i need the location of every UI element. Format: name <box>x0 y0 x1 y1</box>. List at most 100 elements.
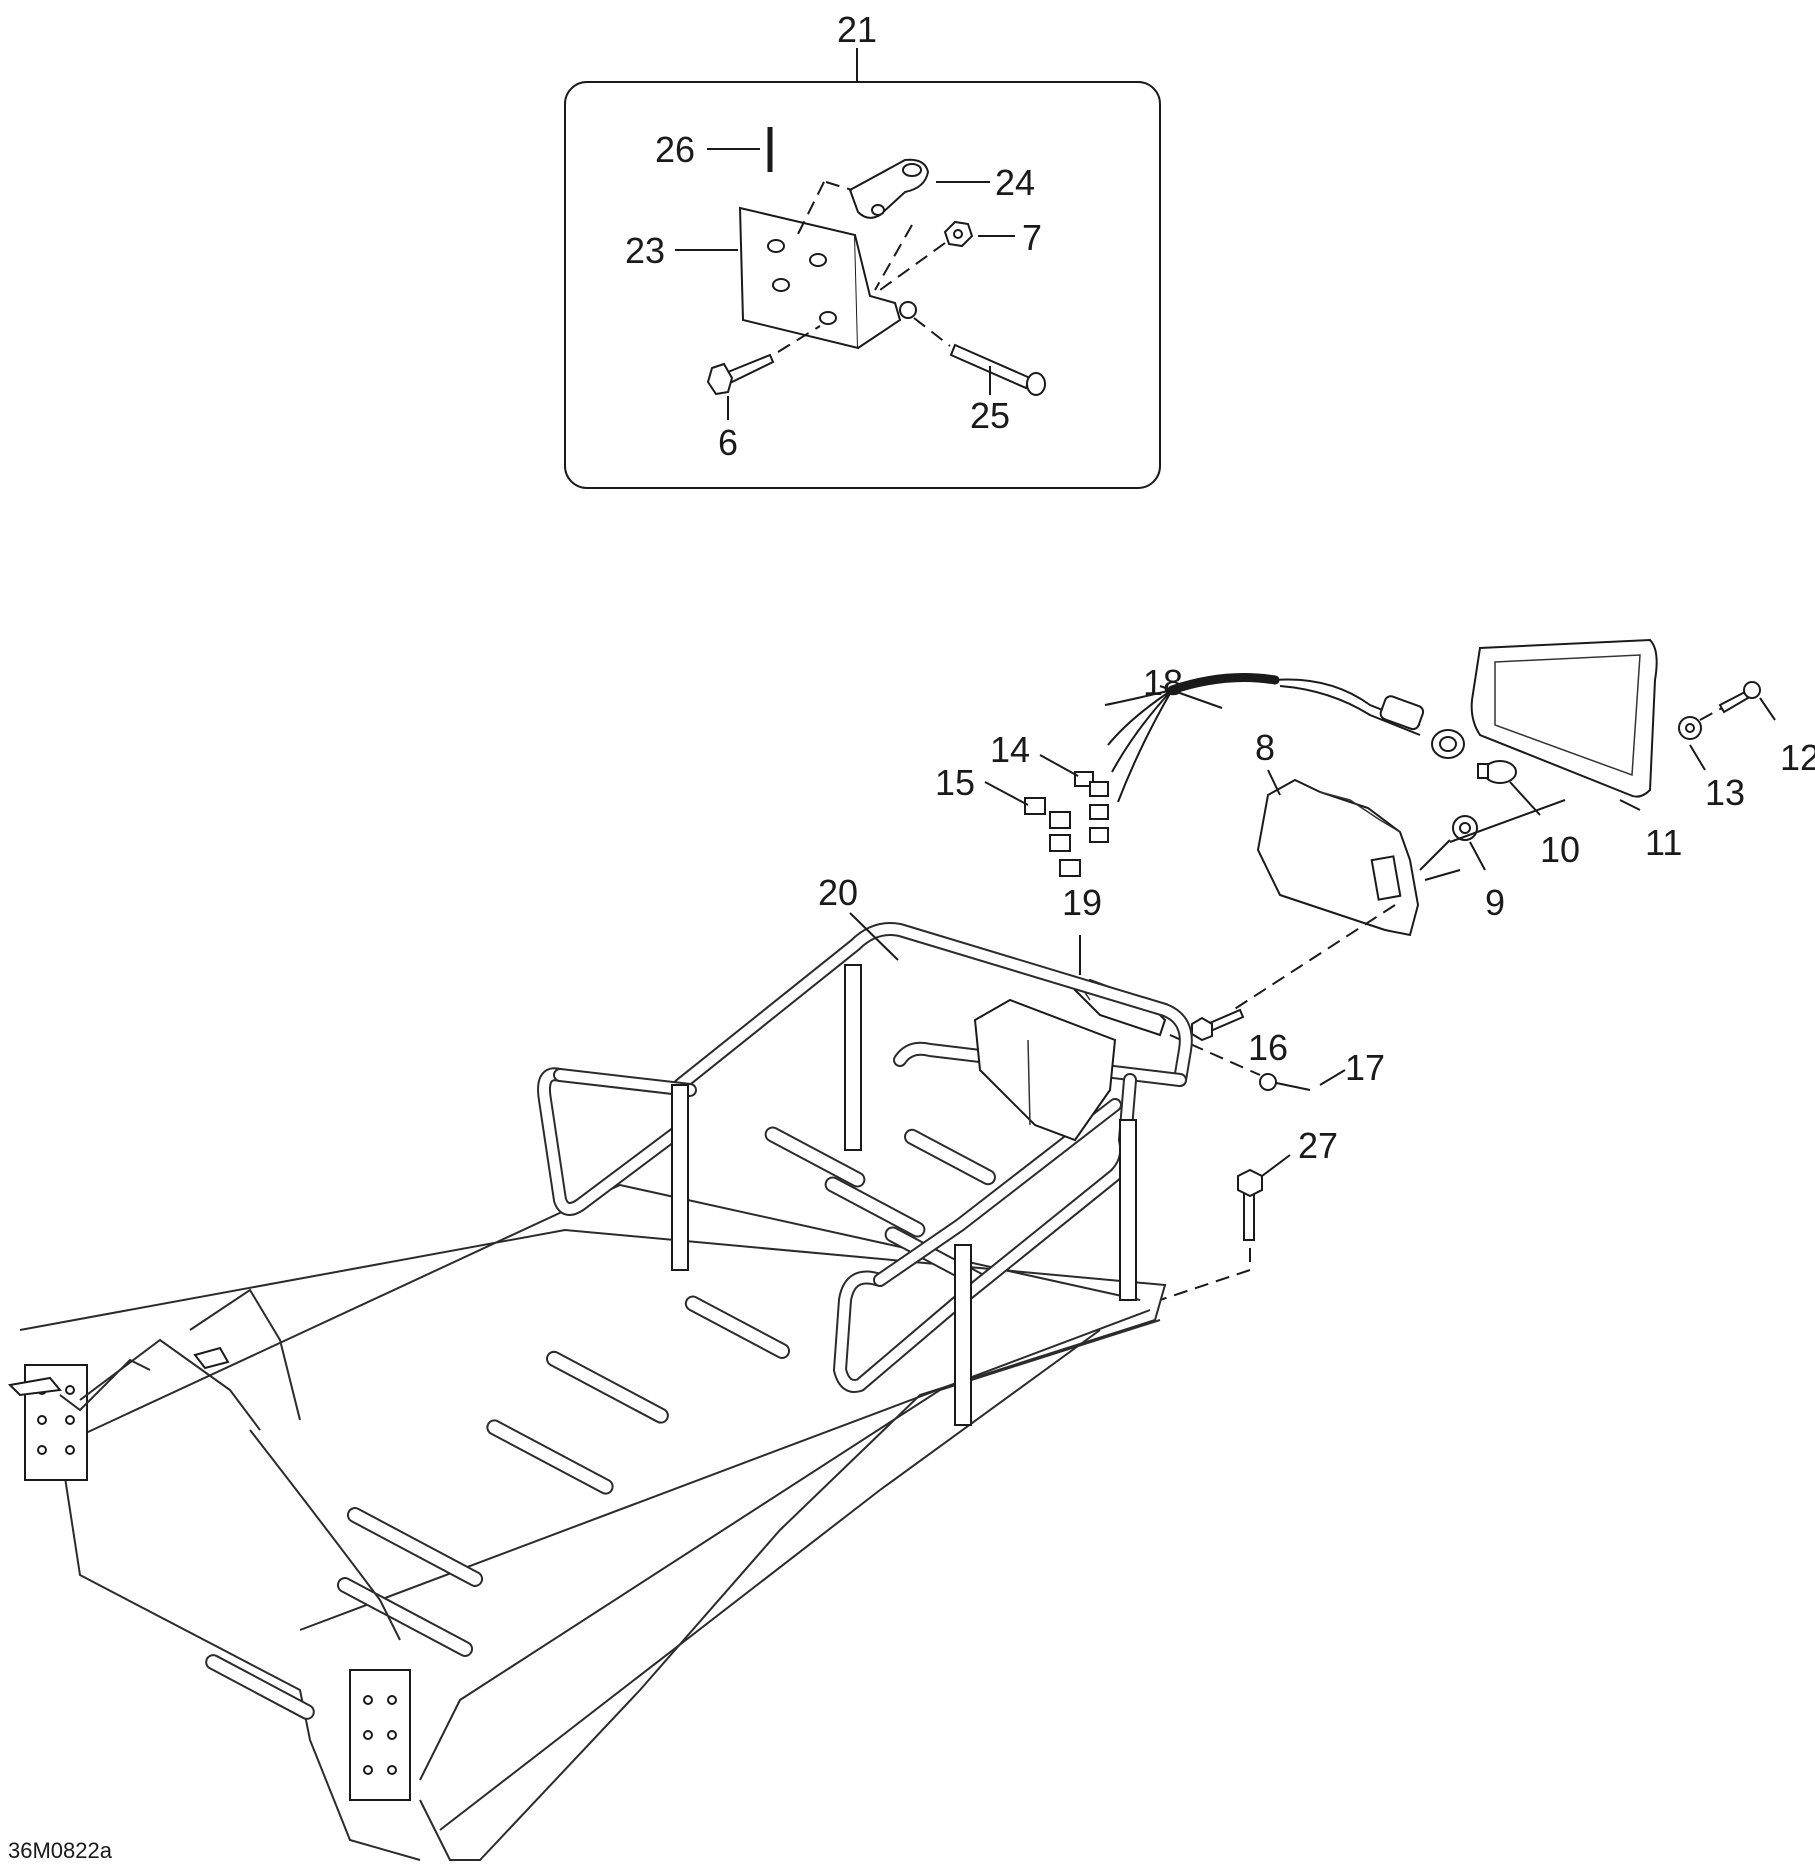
rack-upright-4 <box>1119 1119 1137 1301</box>
part-14-terminal-2 <box>1089 781 1109 797</box>
assembly-line-16-17 <box>1169 1034 1261 1076</box>
callout-23: 23 <box>625 230 665 271</box>
floor-slot-3 <box>486 1419 614 1495</box>
sled-floor-edge <box>59 1183 1141 1446</box>
part-14-terminal-3 <box>1089 804 1109 820</box>
part-14-terminal-1 <box>1074 771 1094 787</box>
floor-slot-4 <box>346 1507 484 1587</box>
tow-hook-left <box>7 1376 62 1397</box>
leader-15 <box>984 781 1029 806</box>
sled-runner <box>439 1329 1101 1831</box>
floor-slot-2 <box>546 1350 669 1424</box>
tow-bar-left <box>79 1338 261 1431</box>
assembly-line-27 <box>1159 1248 1251 1301</box>
rack-inner-rail <box>895 1043 1185 1085</box>
assembly-line-24b <box>825 181 853 191</box>
leader-27 <box>1261 1154 1291 1177</box>
part-15-housing-3 <box>1049 834 1071 852</box>
washer-hole <box>1685 723 1695 733</box>
harness-wire-d <box>1107 689 1173 746</box>
part-23-bracket-bend <box>854 234 902 349</box>
tow-bar-brace <box>59 1358 151 1412</box>
callout-13: 12 <box>1780 737 1815 778</box>
rack-upright-1 <box>671 1084 689 1271</box>
callout-25: 25 <box>970 395 1010 436</box>
sled-floor-rear <box>299 1309 1151 1631</box>
clevis-pin-head <box>1026 372 1046 396</box>
callout-9: 10 <box>1540 829 1580 870</box>
floor-slot-1 <box>684 1295 791 1359</box>
plate-hole-3 <box>37 1415 47 1425</box>
callout-7: 7 <box>1022 217 1042 258</box>
rack-left-rail <box>555 1070 695 1095</box>
sled-outer-edge <box>19 1228 1167 1861</box>
harness-wire-e <box>1111 689 1173 773</box>
part-15-housing-4 <box>1059 859 1081 877</box>
callout-20: 20 <box>818 872 858 913</box>
floor-slot-9 <box>764 1126 866 1188</box>
housing-lens-window <box>1370 855 1402 901</box>
harness-wire-f <box>1117 689 1173 803</box>
harness-socket-inner <box>1439 736 1457 752</box>
clevis-pin-hole <box>871 204 885 216</box>
rack-upright-3 <box>954 1244 972 1426</box>
leader-14 <box>1039 754 1079 777</box>
callout-24: 24 <box>995 162 1035 203</box>
grommet-hole <box>1459 822 1471 834</box>
plate-hole-6 <box>65 1445 75 1455</box>
part-18-harness-sleeve <box>1167 673 1280 695</box>
rack-mid-rail <box>875 1100 1120 1285</box>
part-27-bolt-head <box>1237 1168 1263 1198</box>
plate-hole-4 <box>65 1415 75 1425</box>
center-bracket-slot <box>1027 1039 1031 1126</box>
part-10-light-lens <box>1470 638 1658 798</box>
figure-reference-id: 36M0822a <box>8 1838 113 1863</box>
part-27-bolt-shank <box>1243 1189 1255 1241</box>
leader-8 <box>1267 769 1281 796</box>
callout-27: 27 <box>1298 1125 1338 1166</box>
bracket-hole-1 <box>767 239 785 253</box>
callout-11: 13 <box>1705 772 1745 813</box>
callout-18: 18 <box>1143 662 1183 703</box>
housing-edge <box>1319 791 1401 833</box>
assembly-line-8-16 <box>1229 904 1396 1013</box>
part-6-bolt-head <box>706 362 734 396</box>
lens-inner <box>1494 654 1641 777</box>
cargo-sled: 20 <box>7 872 1193 1861</box>
leader-18 <box>1159 685 1223 709</box>
assembly-line-24 <box>794 181 825 241</box>
bracket-hole-2 <box>809 253 827 267</box>
assembly-line-24c <box>874 224 913 291</box>
clevis-hole <box>902 163 922 177</box>
callout-19: 19 <box>1062 882 1102 923</box>
hitch-inset: 21 26 23 24 7 6 <box>564 9 1161 489</box>
callout-17: 17 <box>1345 1047 1385 1088</box>
callout-16: 16 <box>1248 1027 1288 1068</box>
part-15-housing-2 <box>1049 811 1071 829</box>
plate-hole-12 <box>387 1765 397 1775</box>
leader-10 <box>1619 799 1641 811</box>
plate-hole-9 <box>363 1730 373 1740</box>
leader-12 <box>1469 841 1486 871</box>
tow-hook-right <box>193 1346 230 1370</box>
floor-slot-5 <box>336 1577 474 1657</box>
part-17-rivet-head <box>1259 1073 1277 1091</box>
part-14-terminal-4 <box>1089 827 1109 843</box>
part-15-housing-1 <box>1024 797 1046 815</box>
leader-9 <box>1509 781 1541 816</box>
part-13-screw-shank <box>1718 690 1750 714</box>
bracket-pin-boss <box>899 301 917 319</box>
leader-11 <box>1689 744 1706 771</box>
callout-15: 15 <box>935 762 975 803</box>
harness-wire-a <box>1274 678 1421 726</box>
callout-12: 9 <box>1485 882 1505 923</box>
callout-8: 8 <box>1255 727 1275 768</box>
assembly-line-13 <box>1699 707 1723 721</box>
plate-hole-8 <box>387 1695 397 1705</box>
harness-wire-b <box>1279 685 1421 736</box>
plate-hole-2 <box>65 1385 75 1395</box>
part-16-bolt-head <box>1191 1016 1213 1042</box>
tail-light-assembly: 18 14 15 8 11 10 9 <box>935 638 1815 1013</box>
leader-17 <box>1319 1069 1346 1086</box>
